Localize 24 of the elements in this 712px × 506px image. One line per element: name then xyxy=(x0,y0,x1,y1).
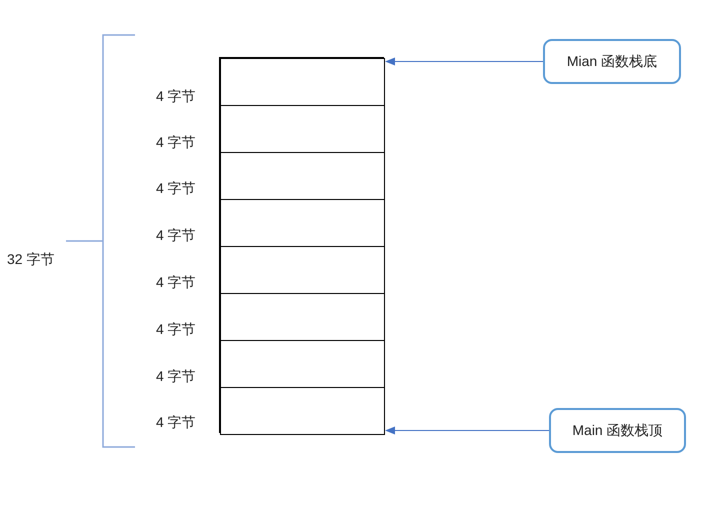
callout-box xyxy=(549,408,686,453)
stack-slot xyxy=(220,340,385,388)
callout-text: Mian 函数栈底 xyxy=(566,52,658,70)
arrow xyxy=(385,426,550,434)
stack-slot xyxy=(220,105,385,153)
stack-slot xyxy=(220,293,385,341)
callout-box xyxy=(543,39,681,84)
size-label: 4 字节 xyxy=(156,134,196,152)
stack-slot xyxy=(220,152,385,200)
stack-slot xyxy=(220,199,385,247)
size-label: 4 字节 xyxy=(156,414,196,432)
size-label: 4 字节 xyxy=(156,368,196,386)
stack-slot xyxy=(220,58,385,106)
stack-slot xyxy=(220,246,385,294)
size-label: 32 字节 xyxy=(7,251,54,269)
arrow xyxy=(385,58,544,66)
stack-slot xyxy=(220,387,385,435)
size-label: 4 字节 xyxy=(156,274,196,292)
size-label: 4 字节 xyxy=(156,88,196,106)
callout-text: Main 函数栈顶 xyxy=(572,422,663,440)
size-label: 4 字节 xyxy=(156,180,196,198)
size-label: 4 字节 xyxy=(156,321,196,339)
size-label: 4 字节 xyxy=(156,227,196,245)
stack-frame xyxy=(219,57,384,433)
